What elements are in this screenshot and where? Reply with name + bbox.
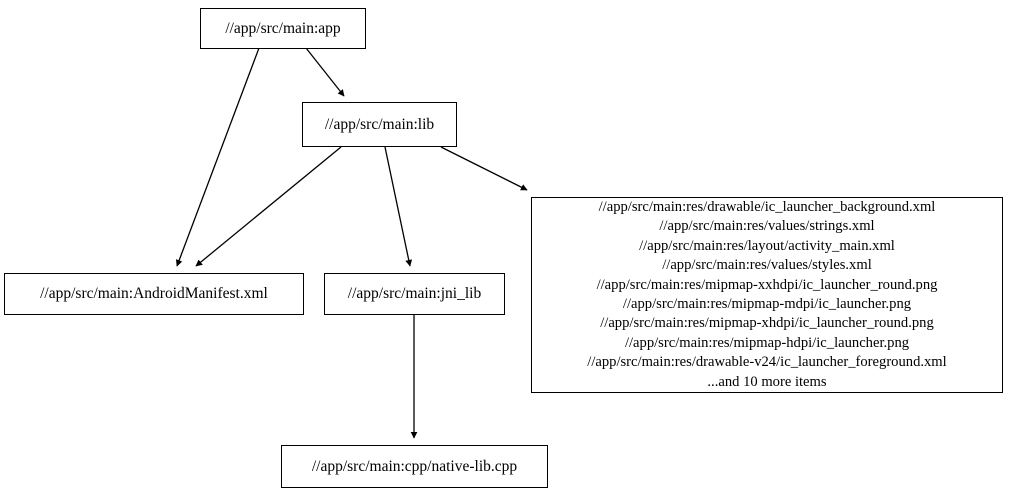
resource-line: //app/src/main:res/layout/activity_main.…	[639, 237, 895, 254]
node-jni-lib-label: //app/src/main:jni_lib	[347, 285, 482, 303]
node-android-manifest-label: //app/src/main:AndroidManifest.xml	[40, 285, 268, 303]
node-native-lib-cpp[interactable]: //app/src/main:cpp/native-lib.cpp	[281, 445, 548, 488]
node-lib[interactable]: //app/src/main:lib	[302, 102, 457, 147]
resource-line: //app/src/main:res/mipmap-mdpi/ic_launch…	[622, 296, 912, 312]
edge-lib-to-manifest	[195, 146, 342, 267]
edge-lib-to-resources	[440, 146, 528, 191]
node-lib-label: //app/src/main:lib	[324, 115, 435, 133]
node-resources[interactable]: //app/src/main:res/drawable/ic_launcher_…	[531, 197, 1003, 393]
edge-app-to-lib	[305, 47, 345, 97]
resource-line: //app/src/main:res/values/strings.xml	[659, 218, 875, 235]
resource-line: //app/src/main:res/mipmap-xhdpi/ic_launc…	[600, 315, 934, 332]
node-app[interactable]: //app/src/main:app	[200, 8, 366, 49]
resource-line: //app/src/main:res/mipmap-xxhdpi/ic_laun…	[596, 276, 938, 293]
resource-line: //app/src/main:res/values/styles.xml	[662, 257, 872, 274]
node-native-lib-cpp-label: //app/src/main:cpp/native-lib.cpp	[311, 457, 518, 475]
resource-overflow-label: ...and 10 more items	[707, 373, 827, 390]
resource-line: //app/src/main:res/mipmap-hdpi/ic_launch…	[624, 334, 910, 351]
node-jni-lib[interactable]: //app/src/main:jni_lib	[324, 273, 505, 315]
edge-lib-to-jni-lib	[384, 146, 413, 267]
node-android-manifest[interactable]: //app/src/main:AndroidManifest.xml	[4, 273, 304, 315]
resource-line: //app/src/main:res/drawable/ic_launcher_…	[598, 198, 936, 215]
resource-line: //app/src/main:res/drawable-v24/ic_launc…	[587, 354, 947, 371]
edge-app-to-manifest	[175, 47, 260, 267]
node-app-label: //app/src/main:app	[225, 19, 341, 37]
